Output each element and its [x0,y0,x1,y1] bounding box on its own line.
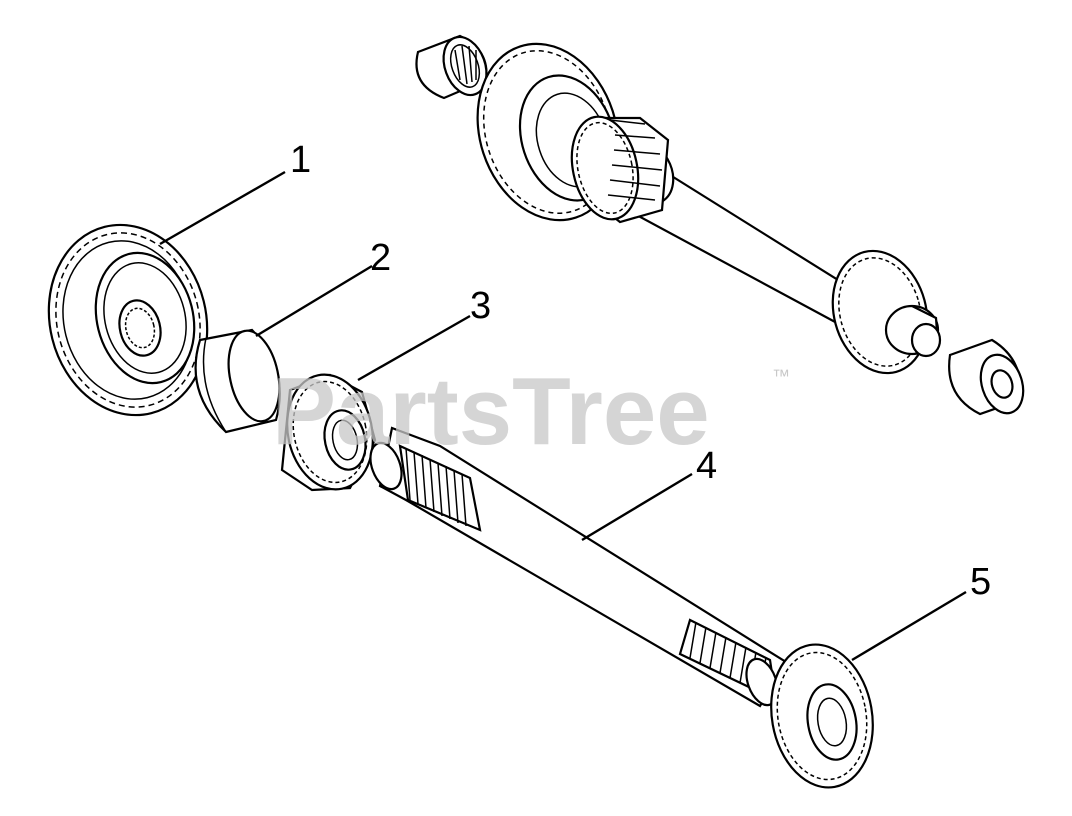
callout-leader-4 [581,472,693,542]
callout-number-3: 3 [470,285,491,327]
splined-shaft [369,426,788,708]
upper-end-gear [831,249,942,375]
trademark-symbol: ™ [772,366,790,386]
callout-number-5: 5 [970,561,991,603]
callout-leader-5 [851,590,967,662]
callout-number-2: 2 [370,237,391,279]
bushing [194,328,281,434]
partstree-watermark: PartsTree [272,358,710,465]
callout-number-1: 1 [290,139,311,181]
callout-number-4: 4 [696,445,717,487]
upper-right-bushing [948,338,1025,416]
callout-leader-2 [255,264,373,338]
upper-mid-gear [570,115,670,224]
upper-assembly [415,34,1025,416]
callout-leader-1 [159,170,286,246]
end-gear [770,643,874,789]
small-gear [280,373,377,492]
upper-bushing [415,34,488,100]
large-gear [47,223,209,417]
callout-leader-3 [357,314,471,382]
